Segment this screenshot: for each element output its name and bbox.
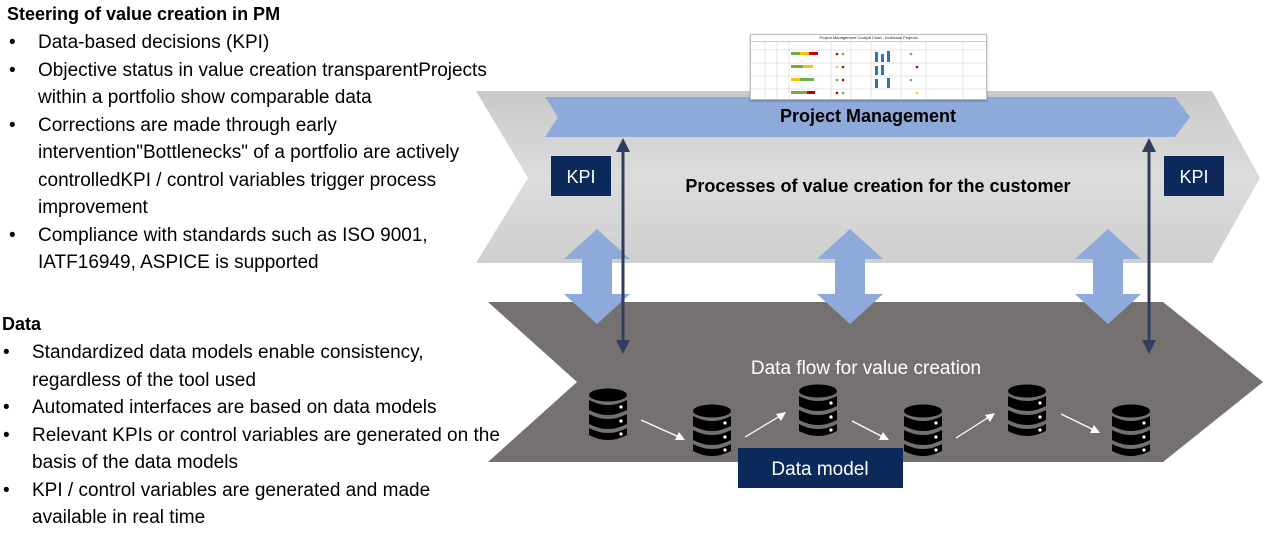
- vertical-kpi-arrow-icon: [1142, 138, 1156, 354]
- list-item: Relevant KPIs or control variables are g…: [3, 422, 510, 477]
- flow-arrow-icon: [744, 412, 786, 438]
- kpi-label-right: KPI: [1179, 167, 1208, 187]
- cockpit-chart-title: Project Management Cockpit Chart - Indiv…: [751, 35, 986, 42]
- list-item: Data-based decisions (KPI): [9, 29, 498, 57]
- flow-arrow-icon: [851, 420, 889, 440]
- kpi-box-right: [1164, 156, 1224, 196]
- project-management-label: Project Management: [780, 106, 956, 126]
- data-bullet-list: Standardized data models enable consiste…: [3, 339, 510, 532]
- double-arrow-icon: [1075, 229, 1141, 324]
- data-flow-chevron: [488, 302, 1263, 462]
- flow-arrow-icon: [640, 419, 685, 440]
- cockpit-chart-grid: [751, 42, 986, 99]
- kpi-label-left: KPI: [566, 167, 595, 187]
- data-model-label: Data model: [771, 459, 868, 480]
- list-item: Corrections are made through early inter…: [9, 112, 498, 222]
- data-flow-label: Data flow for value creation: [751, 358, 981, 379]
- section-title-data: Data: [2, 314, 42, 334]
- list-item: KPI / control variables are generated an…: [3, 477, 510, 532]
- data-model-box: [738, 448, 903, 488]
- vertical-kpi-arrow-icon: [616, 138, 630, 354]
- list-item: Objective status in value creation trans…: [9, 57, 498, 112]
- cockpit-chart-thumbnail: Project Management Cockpit Chart - Indiv…: [750, 34, 987, 100]
- list-item: Compliance with standards such as ISO 90…: [9, 222, 498, 277]
- double-arrow-icon: [817, 229, 883, 324]
- section-title-steering: Steering of value creation in PM: [7, 4, 281, 24]
- project-management-bar: [545, 97, 1190, 137]
- list-item: Standardized data models enable consiste…: [3, 339, 510, 394]
- flow-arrow-icon: [1060, 413, 1100, 433]
- list-item: Automated interfaces are based on data m…: [3, 394, 510, 422]
- flow-arrow-icon: [955, 413, 995, 439]
- double-arrow-icon: [564, 229, 630, 324]
- steering-bullet-list: Data-based decisions (KPI) Objective sta…: [9, 29, 498, 277]
- processes-label: Processes of value creation for the cust…: [685, 176, 1070, 196]
- kpi-box-left: [551, 156, 611, 196]
